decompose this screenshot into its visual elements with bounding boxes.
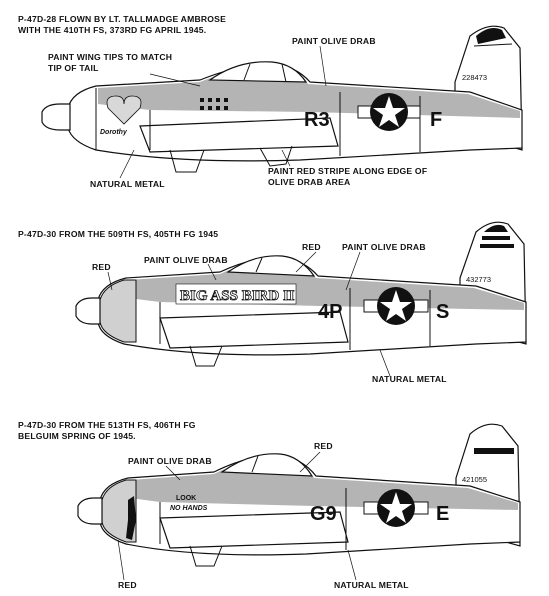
aircraft-3-national-insignia [363,489,429,527]
aircraft-2-header: P-47D-30 FROM THE 509TH FS, 405TH FG 194… [18,229,219,239]
aircraft-3-header-line-2: BELGUIM SPRING OF 1945. [18,431,136,441]
aircraft-3-nose-art-line-1: LOOK [176,495,196,502]
aircraft-1-profile: Dorothy R3 F 228473 [41,25,523,179]
aircraft-2-nose-art: BIG ASS BIRD II [180,288,295,304]
aircraft-1-callout-red-stripe-line-2: OLIVE DRAB AREA [268,177,351,187]
aircraft-2-callout-olive-drab-right: PAINT OLIVE DRAB [342,242,426,252]
aircraft-1-header-line-1: P-47D-28 FLOWN BY LT. TALLMADGE AMBROSE [18,14,227,24]
aircraft-1-national-insignia [357,93,421,131]
aircraft-3-callout-red-top: RED [314,441,333,451]
aircraft-2-callout-natural-metal: NATURAL METAL [372,374,447,384]
aircraft-1-serial: 228473 [462,73,487,82]
aircraft-1-code-right: F [430,109,442,131]
aircraft-3-code-left: G9 [310,503,337,525]
aircraft-1-callout-olive-drab: PAINT OLIVE DRAB [292,36,376,46]
aircraft-2-callout-red-left: RED [92,262,111,272]
aircraft-2-code-left: 4P [318,301,342,323]
aircraft-3-code-right: E [436,503,449,525]
aircraft-2-callout-red-top: RED [302,242,321,252]
aircraft-1-nose-art: Dorothy [100,129,128,136]
aircraft-3-profile: LOOK NO HANDS G9 E 421055 [77,423,521,581]
aircraft-1-callout-wing-tips-line-1: PAINT WING TIPS TO MATCH [48,52,173,62]
aircraft-1-callout-natural-metal: NATURAL METAL [90,179,165,189]
aircraft-2-national-insignia [363,287,429,325]
aircraft-2-code-right: S [436,301,449,323]
aircraft-3-callout-natural-metal: NATURAL METAL [334,580,409,590]
aircraft-3-callout-red-bottom: RED [118,580,137,590]
aircraft-2-serial: 432773 [466,275,491,284]
aircraft-1-mission-markings [200,98,228,110]
aircraft-3-callout-olive-drab: PAINT OLIVE DRAB [128,456,212,466]
aircraft-1-callout-red-stripe-line-1: PAINT RED STRIPE ALONG EDGE OF [268,166,428,176]
aircraft-3-serial: 421055 [462,475,487,484]
aircraft-2-profile: BIG ASS BIRD II 4P S 432773 [75,221,527,377]
aircraft-2-callout-olive-drab-left: PAINT OLIVE DRAB [144,255,228,265]
aircraft-1-callout-wing-tips-line-2: TIP OF TAIL [48,63,99,73]
aircraft-3-nose-art-line-2: NO HANDS [170,505,208,512]
aircraft-1-code-left: R3 [304,109,330,131]
aircraft-1-header-line-2: WITH THE 410TH FS, 373RD FG APRIL 1945. [18,25,207,35]
aircraft-3-header-line-1: P-47D-30 FROM THE 513TH FS, 406TH FG [18,420,196,430]
